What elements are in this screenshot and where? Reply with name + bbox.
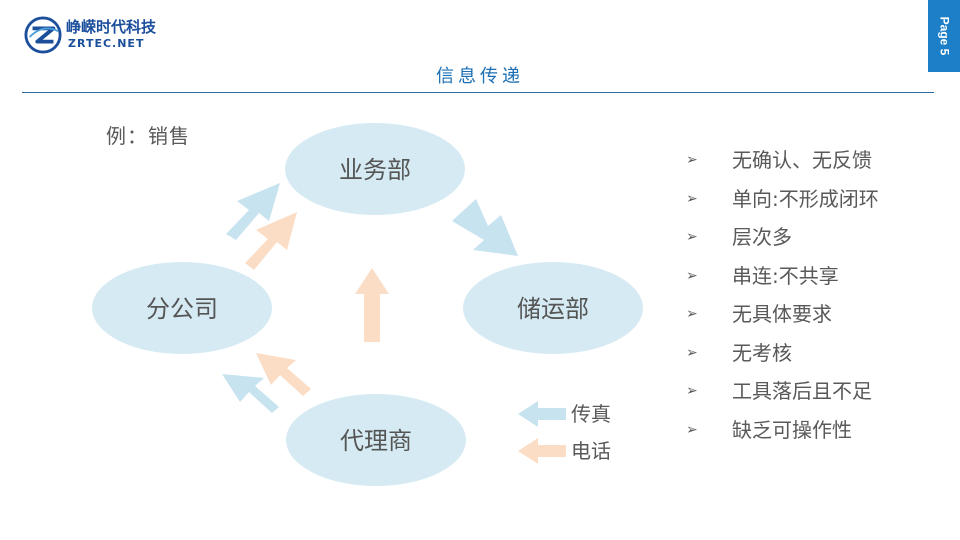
arrow-bullet-icon: ➢	[686, 383, 698, 399]
node-branch-label: 分公司	[146, 295, 218, 323]
arrow-agent-to-branch-phone	[256, 353, 311, 396]
arrow-agent-to-business	[355, 268, 389, 342]
node-storage	[463, 262, 643, 354]
page-number-tab: Page 5	[928, 0, 960, 72]
arrow-bullet-icon: ➢	[686, 229, 698, 245]
issue-text: 层次多	[732, 225, 792, 249]
slide-title: 信息传递	[436, 66, 524, 87]
arrow-bullet-icon: ➢	[686, 152, 698, 168]
arrow-agent-to-branch-fax	[222, 374, 279, 413]
arrow-bullet-icon: ➢	[686, 421, 698, 438]
legend-fax-label: 传真	[571, 402, 611, 426]
arrow-business-to-storage	[452, 199, 518, 256]
node-agent-label: 代理商	[340, 427, 412, 455]
logo-emblem-icon	[24, 16, 62, 54]
node-storage-label: 储运部	[517, 295, 589, 323]
issue-text: 工具落后且不足	[732, 379, 872, 403]
issue-text: 无确认、无反馈	[732, 148, 872, 172]
legend-phone-label: 电话	[571, 439, 611, 463]
arrow-branch-to-business-fax	[226, 183, 280, 240]
example-label: 例：销售	[106, 124, 190, 148]
issue-text: 缺乏可操作性	[732, 417, 852, 442]
logo-name-cn: 峥嵘时代科技	[66, 18, 157, 36]
issue-text: 无具体要求	[732, 302, 832, 326]
arrow-bullet-icon: ➢	[686, 344, 698, 361]
arrow-branch-to-business-phone	[245, 212, 297, 270]
issue-text: 单向:不形成闭环	[732, 186, 879, 211]
arrow-bullet-icon: ➢	[686, 190, 698, 207]
issue-text: 无考核	[732, 340, 792, 365]
arrow-bullet-icon: ➢	[686, 306, 698, 322]
logo-name-en: ZRTEC.NET	[68, 37, 145, 50]
node-business	[285, 123, 465, 215]
title-divider	[22, 92, 934, 93]
node-agent	[286, 394, 466, 486]
node-branch	[92, 262, 272, 354]
legend-fax-arrow-icon	[518, 401, 566, 427]
legend-phone-arrow-icon	[518, 438, 566, 464]
issue-text: 串连:不共享	[732, 263, 839, 288]
company-logo: 峥嵘时代科技 ZRTEC.NET	[24, 14, 174, 54]
arrow-bullet-icon: ➢	[686, 267, 698, 284]
node-business-label: 业务部	[339, 156, 411, 184]
